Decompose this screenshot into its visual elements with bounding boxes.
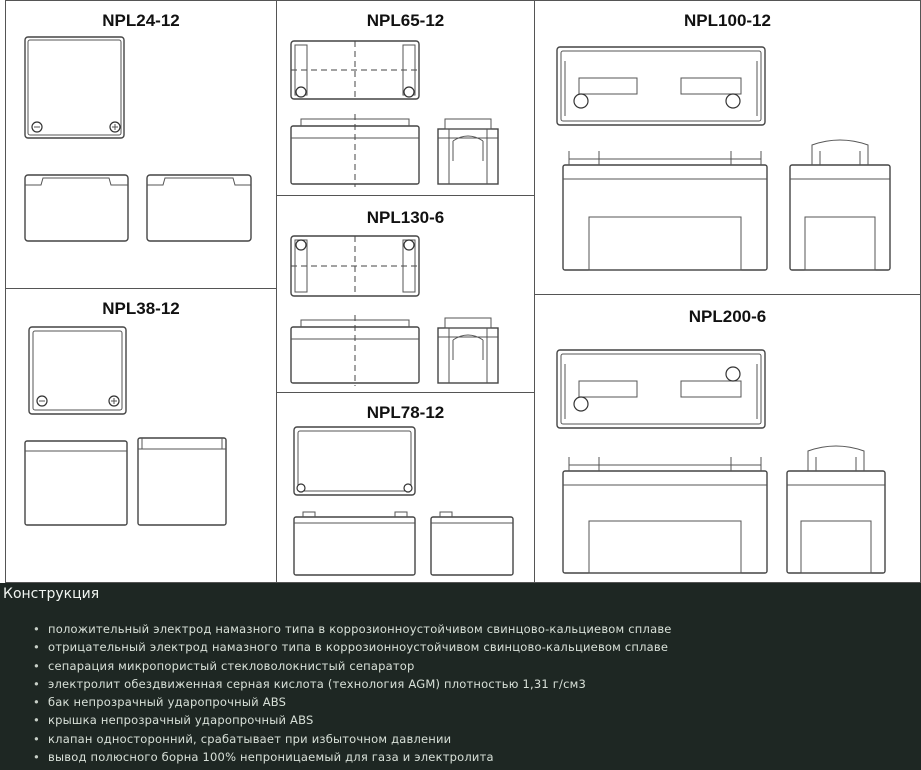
- list-item: • бак непрозрачный ударопрочный ABS: [33, 693, 672, 711]
- panel-npl78-12: NPL78-12: [276, 392, 535, 583]
- list-item-text: положительный электрод намазного типа в …: [48, 622, 672, 636]
- list-item: • вывод полюсного борна 100% непроницаемы…: [33, 748, 672, 766]
- panel-title: NPL38-12: [102, 299, 180, 318]
- list-item: • положительный электрод намазного типа в…: [33, 620, 672, 638]
- npl24-12-drawing: [24, 36, 252, 242]
- npl65-12-drawing: [290, 40, 499, 187]
- panel-title: NPL78-12: [366, 403, 445, 422]
- panel-title: NPL65-12: [366, 11, 445, 30]
- bullet-icon: •: [33, 731, 40, 746]
- npl200-6-drawing: [556, 349, 886, 574]
- list-item: • клапан односторонний, срабатывает при и…: [33, 730, 672, 748]
- list-item-text: бак непрозрачный ударопрочный ABS: [48, 695, 287, 710]
- bullet-icon: •: [33, 622, 40, 636]
- npl100-12-drawing: [556, 46, 891, 271]
- panel-npl38-12: NPL38-12: [5, 288, 277, 583]
- list-item-text: сепарация микропористый стекловолокнисты…: [48, 658, 415, 673]
- list-item: • крышка непрозрачный ударопрочный ABS: [33, 711, 672, 729]
- list-item: • электролит обездвиженная серная кислота…: [33, 675, 672, 693]
- bullet-icon: •: [33, 676, 40, 691]
- npl78-12-drawing: [293, 426, 514, 576]
- panel-npl65-12: NPL65-12: [276, 0, 535, 196]
- bullet-icon: •: [33, 658, 40, 673]
- panel-npl100-12: NPL100-12: [534, 0, 921, 295]
- npl38-12-drawing: [24, 326, 227, 526]
- construction-title: Конструкция: [3, 586, 100, 602]
- panel-title: NPL130-6: [366, 208, 445, 227]
- panel-title: NPL200-6: [688, 307, 767, 326]
- construction-section: Конструкция • положительный электрод нама…: [0, 583, 921, 770]
- panel-npl200-6: NPL200-6: [534, 294, 921, 583]
- list-item-text: электролит обездвиженная серная кислота …: [48, 676, 587, 691]
- panel-npl130-6: NPL130-6: [276, 195, 535, 393]
- list-item-text: отрицательный электрод намазного типа в …: [48, 640, 669, 655]
- panel-title: NPL24-12: [102, 11, 180, 30]
- panel-npl24-12: NPL24-12: [5, 0, 277, 289]
- list-item-text: крышка непрозрачный ударопрочный ABS: [48, 713, 314, 728]
- bullet-icon: •: [33, 750, 40, 765]
- npl130-6-drawing: [290, 235, 499, 386]
- list-item: • отрицательный электрод намазного типа в…: [33, 638, 672, 656]
- bullet-icon: •: [33, 695, 40, 710]
- panel-title: NPL100-12: [684, 11, 771, 30]
- list-item: • сепарация микропористый стекловолокнист…: [33, 657, 672, 675]
- list-item-text: вывод полюсного борна 100% непроницаемый…: [48, 750, 494, 765]
- feature-list: • положительный электрод намазного типа в…: [33, 620, 672, 766]
- battery-diagrams: NPL24-12 NPL38-12 NPL65-12: [5, 0, 921, 583]
- bullet-icon: •: [33, 713, 40, 728]
- list-item-text: клапан односторонний, срабатывает при из…: [48, 731, 452, 746]
- bullet-icon: •: [33, 640, 40, 655]
